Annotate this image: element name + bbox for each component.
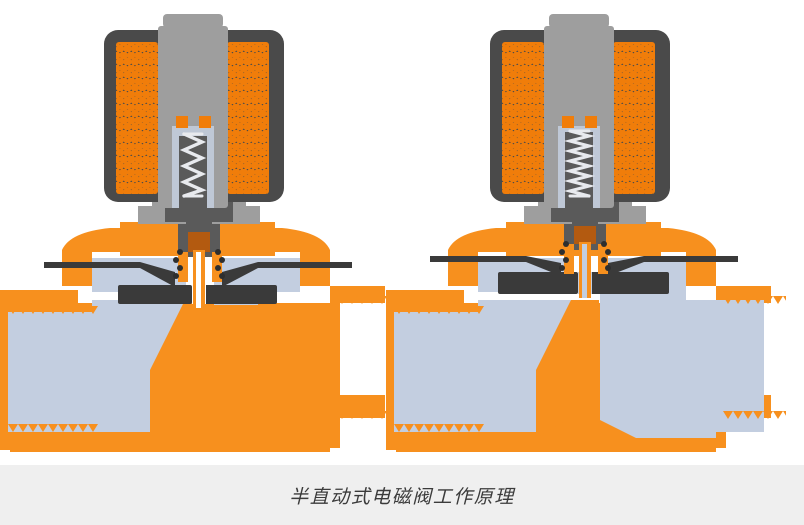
pilot-assembly-open <box>559 210 611 298</box>
outlet-port-threads-open <box>723 296 786 419</box>
caption-band: 半直动式电磁阀工作原理 <box>0 465 804 525</box>
diagram-area <box>0 14 786 452</box>
plunger-open <box>556 28 602 208</box>
outlet-port-threads-closed <box>337 296 400 419</box>
solenoid-valve-closed <box>0 14 400 452</box>
coil-winding-left-closed <box>116 42 158 194</box>
coil-winding-right-open <box>613 42 655 194</box>
return-spring-open <box>563 129 596 198</box>
inlet-port-threads-closed <box>8 306 98 432</box>
plunger-closed <box>170 28 216 208</box>
fluid-region-open <box>394 258 764 438</box>
inlet-port-threads-open <box>394 306 484 432</box>
coil-winding-right-closed <box>227 42 269 194</box>
fluid-region-closed <box>8 258 300 432</box>
figure-caption: 半直动式电磁阀工作原理 <box>289 486 515 508</box>
coil-winding-left-open <box>502 42 544 194</box>
solenoid-valve-open <box>386 14 786 452</box>
return-spring-closed <box>179 132 207 198</box>
